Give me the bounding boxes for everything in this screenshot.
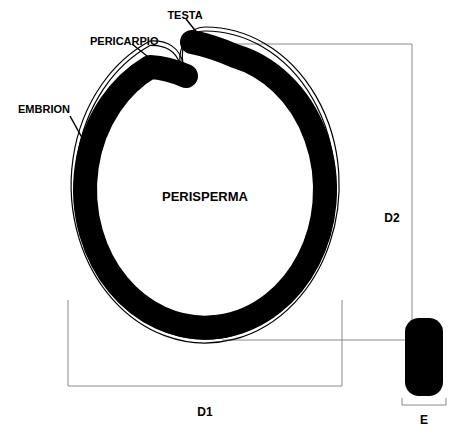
embryo-band [85, 42, 325, 328]
embryo-side-view [405, 318, 443, 396]
dimension-label: D2 [384, 212, 399, 224]
leader-line [70, 116, 86, 145]
leader-lines [70, 19, 198, 145]
pericarp-line [71, 27, 339, 343]
leader-line [186, 19, 198, 34]
part-label: EMBRION [18, 104, 70, 115]
part-label: PERICARPIO [90, 36, 158, 47]
e-bracket [402, 398, 446, 405]
part-label: TESTA [167, 10, 202, 21]
dimension-label: E [420, 414, 428, 426]
part-label: PERISPERMA [162, 190, 248, 203]
dimension-label: D1 [197, 406, 212, 418]
testa-line [75, 31, 335, 339]
